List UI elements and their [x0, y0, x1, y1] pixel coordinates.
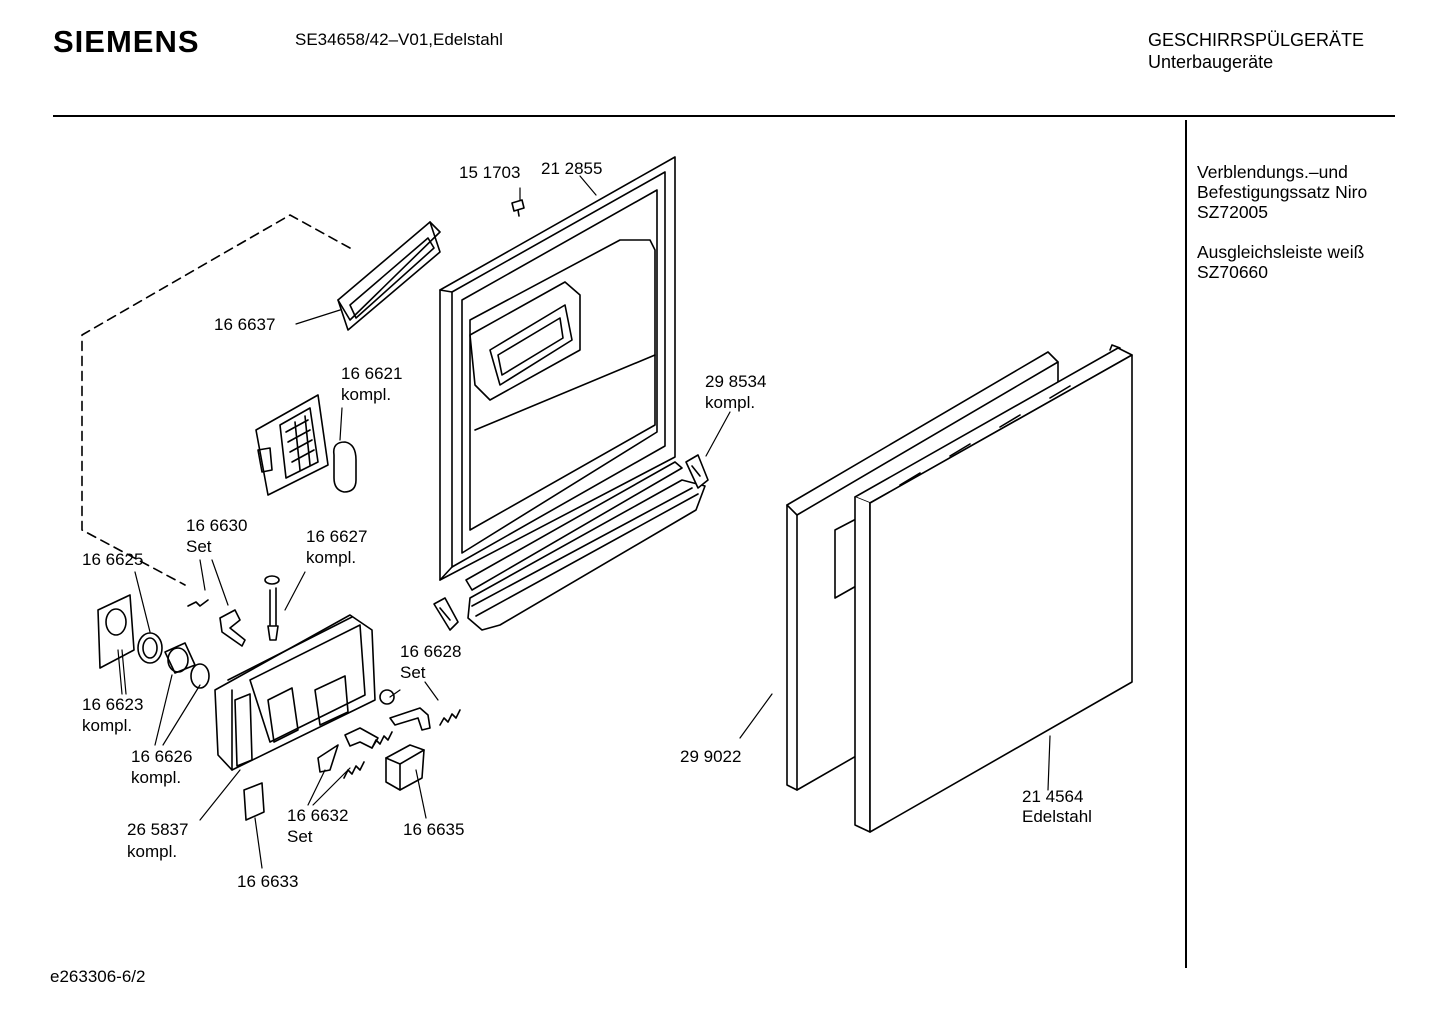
accessory-2-name: Ausgleichsleiste weiß [1197, 242, 1365, 262]
label-166626: 16 6626 [131, 747, 192, 766]
spring-small [187, 599, 209, 607]
label-166627-sub: kompl. [306, 548, 356, 567]
seal-ring-1 [137, 632, 163, 664]
label-298534: 29 8534 [705, 372, 766, 391]
label-166626-sub: kompl. [131, 768, 181, 787]
dispenser-housing [214, 614, 376, 771]
accessory-1-code: SZ72005 [1197, 202, 1269, 222]
seal-ring-2 [190, 663, 210, 689]
actuator-pin [264, 575, 280, 641]
label-265837: 26 5837 [127, 820, 188, 839]
label-166630: 16 6630 [186, 516, 247, 535]
microswitch [385, 744, 425, 791]
rinse-aid-cap-housing [97, 594, 135, 669]
ball-part [379, 689, 395, 705]
accessory-1-name-2: Befestigungssatz Niro [1197, 182, 1368, 202]
spring-right [439, 709, 461, 726]
label-166623-sub: kompl. [82, 716, 132, 735]
door-bottom-trim [465, 461, 706, 631]
accessory-2: Ausgleichsleiste weiß SZ70660 [1197, 242, 1364, 282]
assembly-dashed-line [81, 214, 351, 586]
brand-logo: SIEMENS [53, 24, 200, 59]
subcategory-title: Unterbaugeräte [1148, 52, 1274, 72]
label-166628-sub: Set [400, 663, 426, 682]
gasket-frame [337, 221, 441, 331]
label-166633: 16 6633 [237, 872, 298, 891]
label-166625: 16 6625 [82, 550, 143, 569]
sidebar-divider [1185, 120, 1187, 968]
header-divider [53, 115, 1395, 117]
decor-door-panel [854, 344, 1133, 833]
label-151703: 15 1703 [459, 163, 520, 182]
dispenser-cover [255, 394, 329, 496]
accessory-1: Verblendungs.–und Befestigungssatz Niro … [1197, 162, 1367, 222]
label-212855: 21 2855 [541, 159, 602, 178]
screw-part [511, 199, 525, 217]
label-166623: 16 6623 [82, 695, 143, 714]
dispenser-seal [332, 441, 357, 493]
accessory-2-code: SZ70660 [1197, 262, 1269, 282]
label-166628: 16 6628 [400, 642, 461, 661]
leader-lines [117, 175, 1051, 869]
label-214564: 21 4564 [1022, 787, 1083, 806]
label-265837-sub: kompl. [127, 842, 177, 861]
hinge-clip-left [433, 597, 459, 631]
label-166632: 16 6632 [287, 806, 348, 825]
label-166637: 16 6637 [214, 315, 275, 334]
inner-door-panel [439, 156, 676, 581]
label-166621-sub: kompl. [341, 385, 391, 404]
document-id: e263306-6/2 [50, 967, 146, 986]
category-title: GESCHIRRSPÜLGERÄTE [1148, 30, 1365, 50]
accessory-1-name: Verblendungs.–und [1197, 162, 1348, 182]
hinge-clip-right [685, 454, 709, 489]
latch-hook [317, 744, 339, 773]
spring-diag [371, 731, 393, 749]
label-299022: 29 9022 [680, 747, 741, 766]
label-166621: 16 6621 [341, 364, 402, 383]
lever-part [219, 609, 246, 647]
label-166635: 16 6635 [403, 820, 464, 839]
label-166632-sub: Set [287, 827, 313, 846]
mounting-plate [243, 782, 265, 821]
model-title: SE34658/42–V01,Edelstahl [295, 30, 503, 49]
label-298534-sub: kompl. [705, 393, 755, 412]
spring-lower [343, 761, 365, 779]
label-166630-sub: Set [186, 537, 212, 556]
seal-ring-1-inner [142, 637, 158, 659]
latch-lever [389, 707, 431, 731]
label-166627: 16 6627 [306, 527, 367, 546]
rinse-aid-cap [164, 642, 196, 674]
label-214564-sub: Edelstahl [1022, 807, 1092, 826]
